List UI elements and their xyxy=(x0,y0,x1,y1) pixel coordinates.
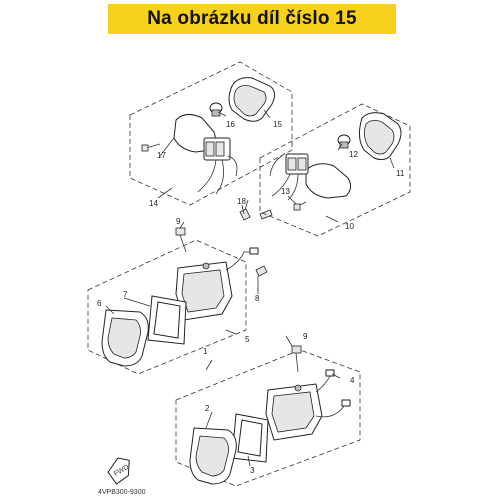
assembly-1-housing[interactable] xyxy=(265,369,351,441)
part-7-gasket[interactable] xyxy=(147,295,187,345)
callout-7: 7 xyxy=(123,290,128,299)
leader-lines xyxy=(105,109,395,467)
part-16-bulb[interactable] xyxy=(209,102,223,117)
part-8-bolt[interactable] xyxy=(255,265,268,290)
callout-11: 11 xyxy=(396,169,405,178)
part-3-gasket[interactable] xyxy=(231,413,269,463)
assembly-5-housing[interactable] xyxy=(175,247,259,321)
callout-5: 5 xyxy=(245,335,250,344)
title-text: Na obrázku díl číslo 15 xyxy=(147,8,357,29)
assembly-1-outline xyxy=(175,349,361,487)
part-6-lens[interactable] xyxy=(101,309,149,367)
part-2-lens[interactable] xyxy=(189,427,237,485)
part-9-screw-upper[interactable] xyxy=(175,227,187,253)
callout-6: 6 xyxy=(97,299,102,308)
callout-2: 2 xyxy=(205,404,210,413)
callout-18: 18 xyxy=(237,197,246,206)
part-9-screw-lower[interactable] xyxy=(291,345,302,373)
callout-4: 4 xyxy=(350,376,355,385)
part-15-lens[interactable] xyxy=(228,77,276,122)
assembly-10-outline xyxy=(259,103,411,237)
callout-12: 12 xyxy=(349,150,358,159)
assembly-1-group xyxy=(175,345,361,487)
assembly-14-housing[interactable] xyxy=(173,114,238,195)
diagram-code: 4VPB300-9300 xyxy=(98,489,146,496)
callout-10: 10 xyxy=(345,222,354,231)
part-11-lens[interactable] xyxy=(358,112,402,161)
assembly-5-outline xyxy=(87,239,247,375)
callout-14: 14 xyxy=(149,199,158,208)
title-banner: Na obrázku díl číslo 15 xyxy=(108,4,396,34)
callout-13: 13 xyxy=(281,187,290,196)
assembly-14-outline xyxy=(129,61,293,206)
assembly-10-housing[interactable] xyxy=(269,153,352,201)
part-13-screw[interactable] xyxy=(293,201,307,211)
callout-1: 1 xyxy=(203,347,208,356)
assembly-5-group xyxy=(87,227,268,375)
assembly-10-group xyxy=(259,103,411,237)
callout-8: 8 xyxy=(255,294,260,303)
callout-labels: 1 2 3 4 5 6 7 8 9 9 10 11 12 13 14 15 16… xyxy=(97,120,405,475)
fwd-arrow-icon: FWD xyxy=(107,457,130,485)
callout-9-upper: 9 xyxy=(176,217,181,226)
assembly-14-group xyxy=(129,61,293,221)
part-17-screw[interactable] xyxy=(141,143,161,152)
callout-17: 17 xyxy=(157,151,166,160)
callout-15: 15 xyxy=(273,120,282,129)
callout-9-lower: 9 xyxy=(303,332,308,341)
callout-3: 3 xyxy=(250,466,255,475)
part-12-bulb[interactable] xyxy=(337,134,351,149)
callout-16: 16 xyxy=(226,120,235,129)
